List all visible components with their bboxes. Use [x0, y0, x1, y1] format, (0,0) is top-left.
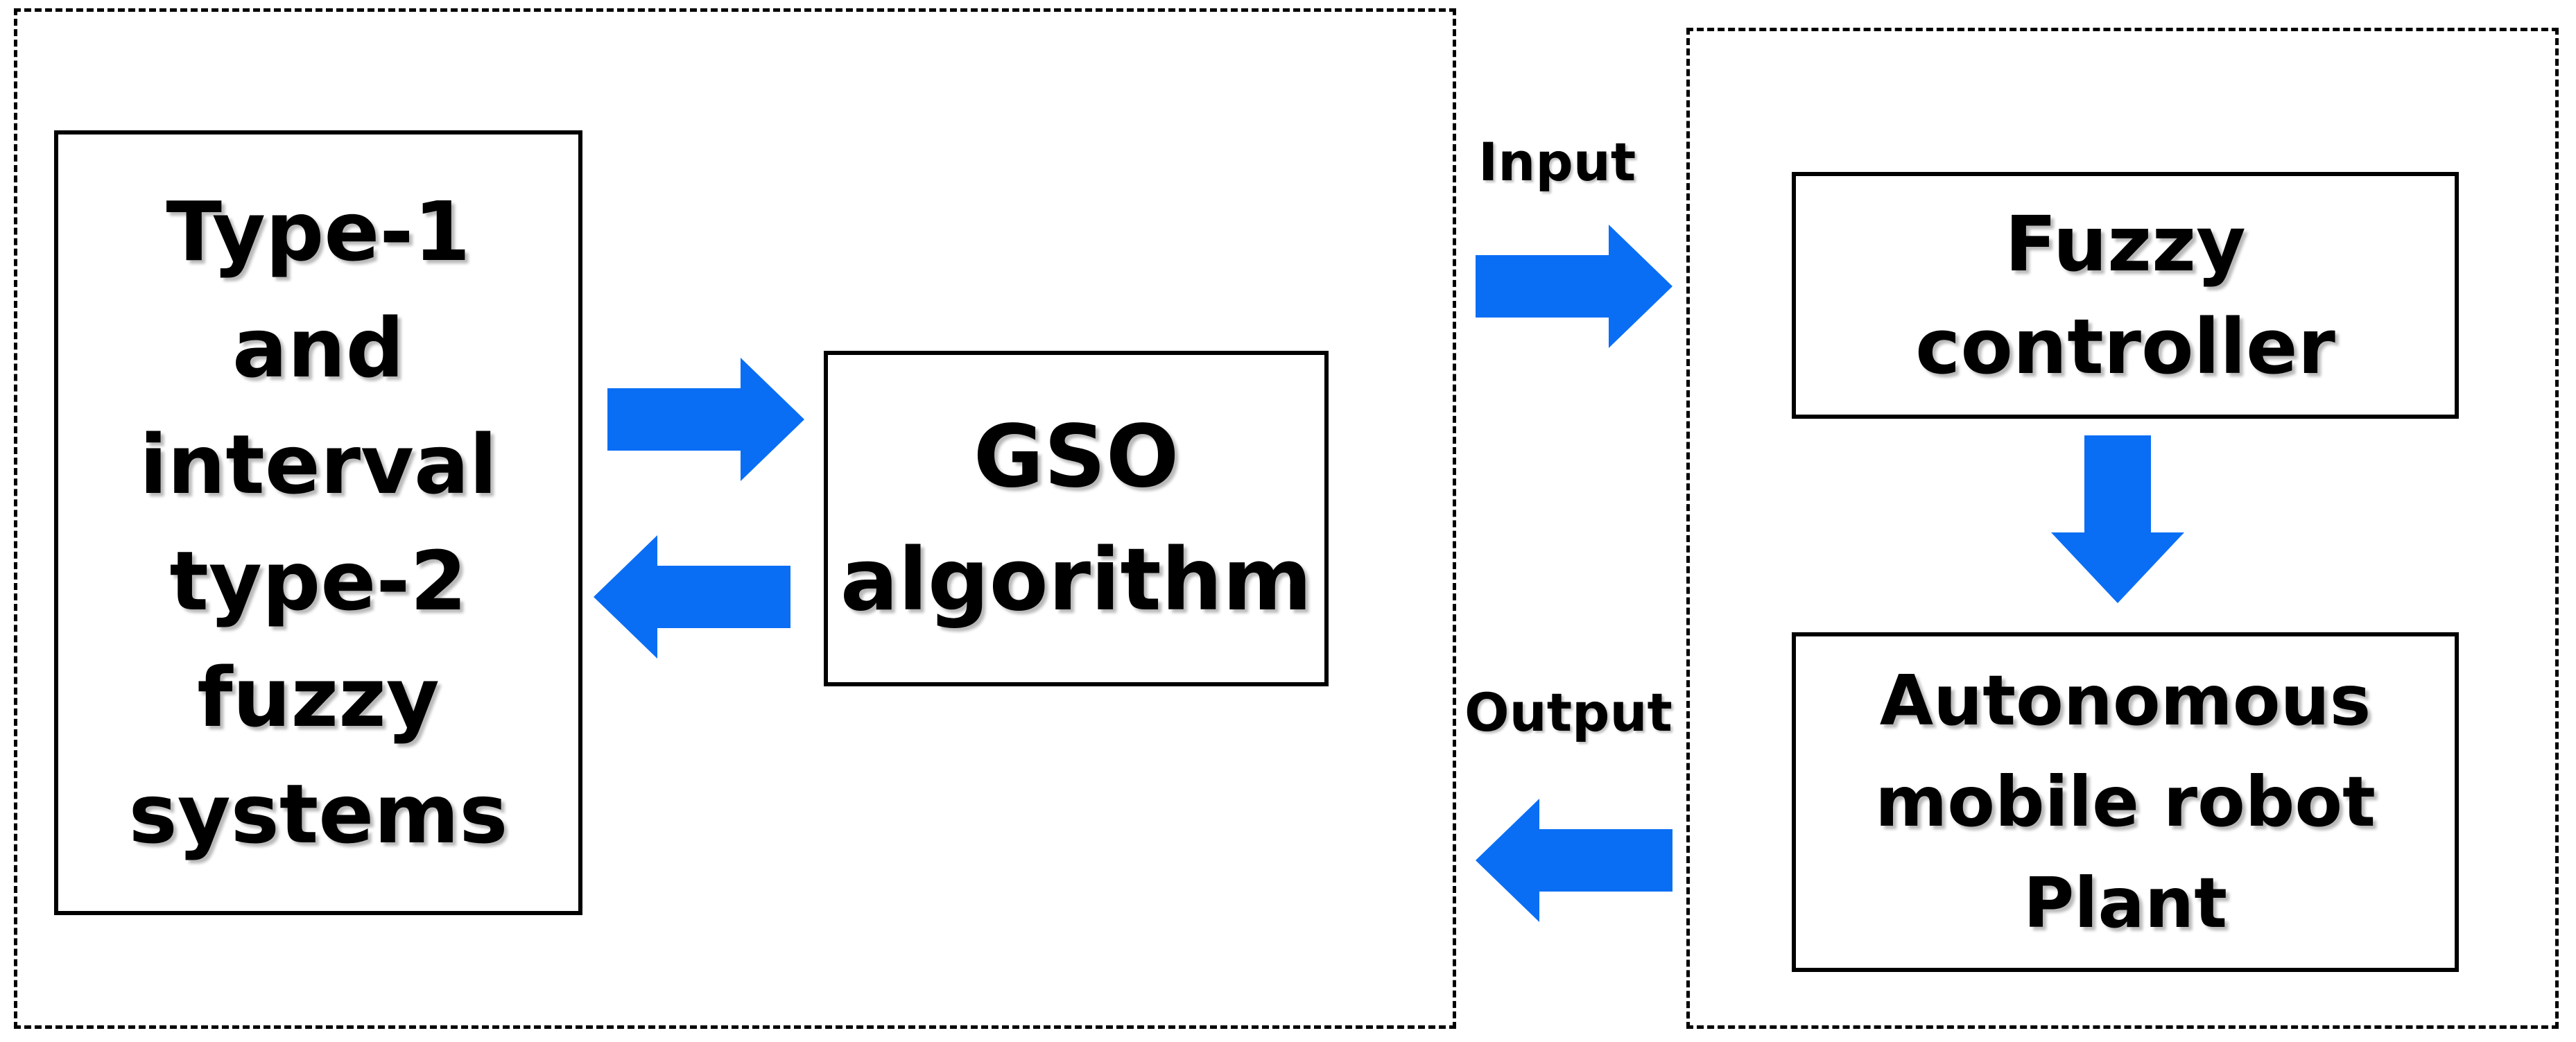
gso-algorithm-label: GSO algorithm: [840, 407, 1313, 630]
fuzzy-systems-block: Type-1 and interval type-2 fuzzy systems: [54, 130, 582, 915]
fuzzy-systems-label: Type-1 and interval type-2 fuzzy systems: [128, 184, 508, 862]
output-label: Output: [1464, 681, 1672, 743]
arrow-right-icon: [607, 358, 804, 481]
control-loop-group: [1686, 28, 2559, 1029]
optimization-group: [14, 8, 1456, 1029]
fuzzy-controller-label: Fuzzy controller: [1915, 200, 2335, 391]
robot-plant-block: Autonomous mobile robot Plant: [1792, 632, 2459, 972]
arrow-down-icon: [2051, 435, 2184, 603]
fuzzy-controller-block: Fuzzy controller: [1792, 172, 2459, 419]
gso-algorithm-block: GSO algorithm: [824, 351, 1329, 686]
arrow-right-icon: [1476, 225, 1672, 348]
arrow-left-icon: [594, 535, 790, 659]
arrow-left-icon: [1476, 799, 1672, 922]
robot-plant-label: Autonomous mobile robot Plant: [1875, 660, 2376, 944]
input-label: Input: [1478, 131, 1636, 193]
